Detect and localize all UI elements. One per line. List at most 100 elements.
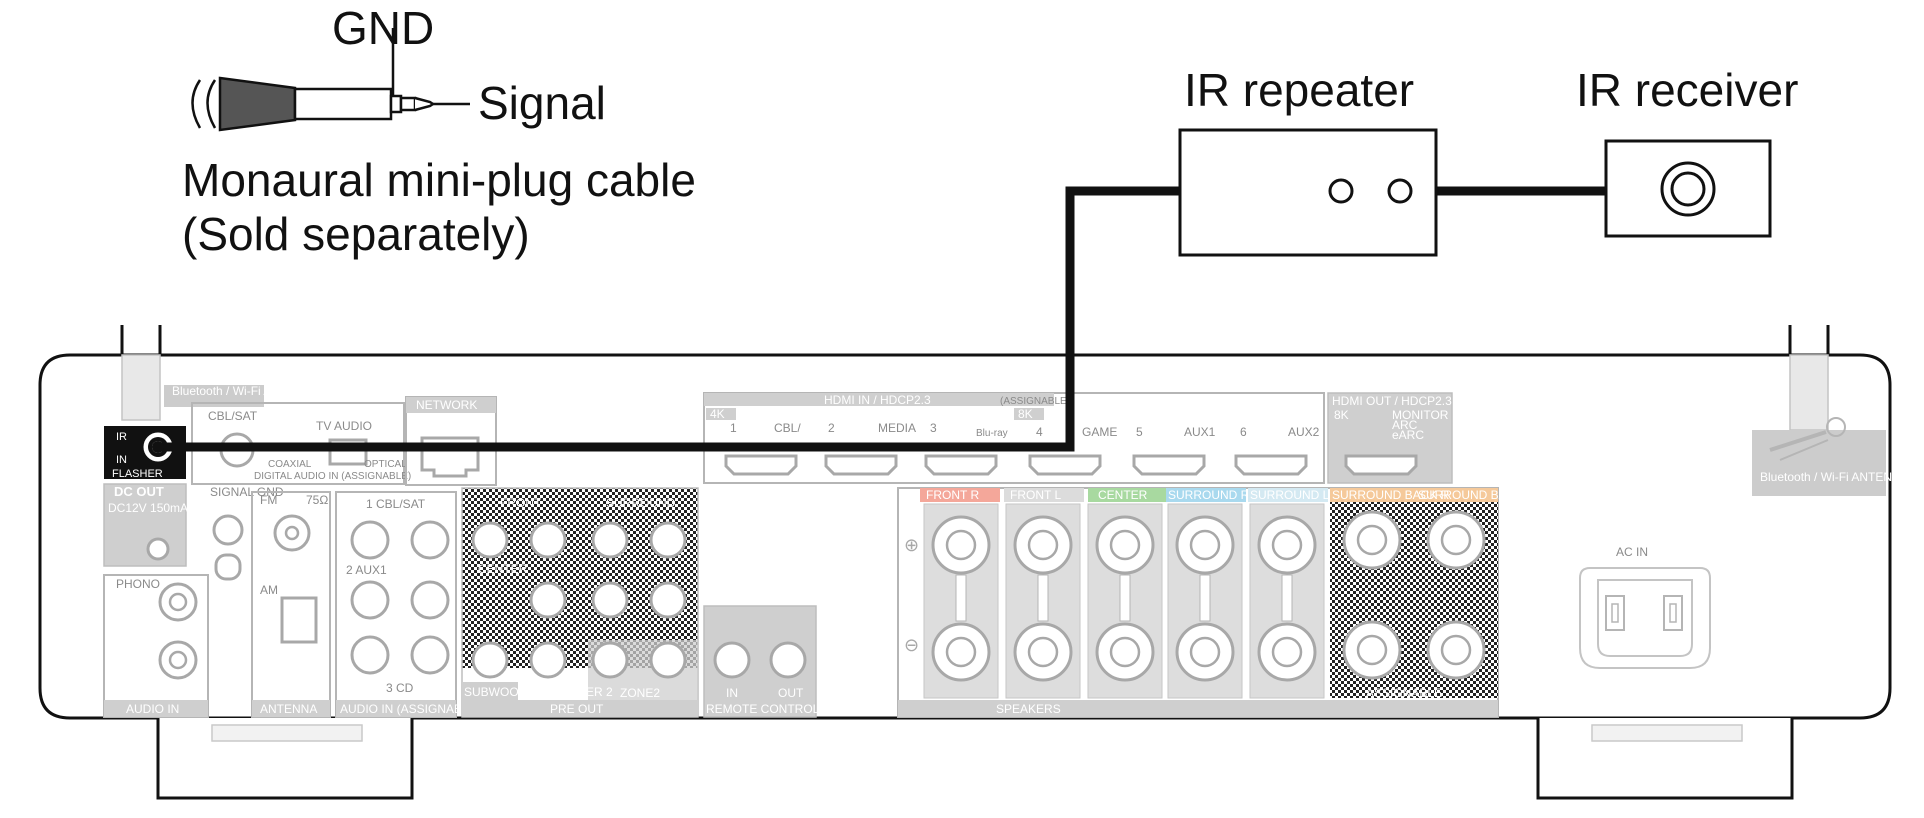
ir-jack-label: IR <box>116 431 127 443</box>
av-receiver-rear-panel: Bluetooth / Wi-Fi ANTENNA Bluetooth / Wi… <box>38 325 1909 800</box>
assignable-label: ASSIGNABLE <box>1366 686 1442 700</box>
optical-label: OPTICAL <box>364 459 407 470</box>
pre-front-l-jack[interactable] <box>529 521 567 559</box>
coaxial-label: COAXIAL <box>268 459 312 470</box>
signal-label: Signal <box>478 77 606 129</box>
sp-front-l-label: FRONT L <box>1010 488 1061 502</box>
center-plus-terminal[interactable] <box>1095 515 1155 575</box>
hdmi-6-number: 6 <box>1240 425 1247 439</box>
cable-label-line2: (Sold separately) <box>182 208 530 260</box>
hdmi-media-label: MEDIA <box>878 421 916 435</box>
hdmi-cbl-label: CBL/ <box>774 421 801 435</box>
audio-in-assignable-label: AUDIO IN (ASSIGNABLE) <box>340 702 481 716</box>
surround-back-r-minus-terminal[interactable] <box>1342 620 1402 680</box>
ain-1-r-jack[interactable] <box>350 520 390 560</box>
sp-surround-l-label: SURROUND L <box>1250 488 1330 502</box>
hdmi-out-label: HDMI OUT / HDCP2.3 <box>1332 394 1452 408</box>
hdmi-2-number: 2 <box>828 421 835 435</box>
phono-r-jack[interactable] <box>158 640 198 680</box>
surround-l-plus-terminal[interactable] <box>1257 515 1317 575</box>
pre-surround-label: SURROUND <box>606 496 676 510</box>
sp-center-label: CENTER <box>1098 488 1148 502</box>
subwoofer2-jack[interactable] <box>529 641 567 679</box>
pre-sb-r-jack[interactable] <box>591 581 629 619</box>
front-l-minus-terminal[interactable] <box>1013 622 1073 682</box>
signal-gnd-terminal[interactable] <box>212 514 244 546</box>
remote-out-label: OUT <box>778 686 804 700</box>
mini-plug-cable <box>191 28 470 132</box>
surround-back-l-minus-terminal[interactable] <box>1426 620 1486 680</box>
hdmi-in-3-port[interactable] <box>924 454 998 476</box>
hdmi-aux2-label: AUX2 <box>1288 425 1320 439</box>
hdmi-4-number: 4 <box>1036 425 1043 439</box>
center-minus-terminal[interactable] <box>1095 622 1155 682</box>
dc-out-block <box>103 483 187 567</box>
signal-gnd-label: SIGNAL GND <box>210 485 284 499</box>
hdmi-bluray-label: Blu-ray <box>976 428 1008 439</box>
speakers-label: SPEAKERS <box>996 702 1061 716</box>
surround-r-plus-terminal[interactable] <box>1175 515 1235 575</box>
pre-center-label: CENTER <box>478 562 528 576</box>
ain-2-l-jack[interactable] <box>410 580 450 620</box>
gnd-label: GND <box>332 2 434 54</box>
pre-surround-l-jack[interactable] <box>649 521 687 559</box>
dc-out-jack[interactable] <box>146 537 170 561</box>
surround-r-terminals <box>1167 503 1243 699</box>
surround-back-r-plus-terminal[interactable] <box>1342 510 1402 570</box>
pre-center-jack[interactable] <box>529 581 567 619</box>
pre-out-label: PRE OUT <box>550 702 604 716</box>
hdmi-in-6-port[interactable] <box>1234 454 1308 476</box>
bt-antenna-left-label: Bluetooth / Wi-Fi ANTENNA <box>172 384 321 398</box>
hdmi-in-5-port[interactable] <box>1132 454 1206 476</box>
dc-out-label: DC OUT <box>114 484 164 499</box>
hdmi-8k-badge: 8K <box>1018 407 1033 421</box>
monitor-label: MONITOR <box>1392 408 1449 422</box>
hdmi-3-number: 3 <box>930 421 937 435</box>
hdmi-in-1-port[interactable] <box>724 454 798 476</box>
surround-l-minus-terminal[interactable] <box>1257 622 1317 682</box>
ain-1-l-jack[interactable] <box>410 520 450 560</box>
hdmi-in-2-port[interactable] <box>824 454 898 476</box>
sp-surround-r-label: SURROUND R <box>1168 488 1250 502</box>
ac-in-label: AC IN <box>1616 545 1648 559</box>
antenna-label: ANTENNA <box>260 702 317 716</box>
hdmi-out-8k-badge: 8K <box>1334 408 1349 422</box>
ain-3-l-jack[interactable] <box>410 635 450 675</box>
hdmi-game-label: GAME <box>1082 425 1117 439</box>
cbl-sat-digital-label: CBL/SAT <box>208 409 258 423</box>
audio-in-label: AUDIO IN <box>126 702 179 716</box>
surround-r-minus-terminal[interactable] <box>1175 622 1235 682</box>
subwoofer1-jack[interactable] <box>471 641 509 679</box>
pre-out-hatched-area <box>462 488 698 668</box>
fm-label: FM <box>260 493 277 507</box>
fm-ohm-label: 75Ω <box>306 493 328 507</box>
front-l-plus-terminal[interactable] <box>1013 515 1073 575</box>
ain-3-r-jack[interactable] <box>350 635 390 675</box>
ir-flasher-jack[interactable]: IR IN FLASHER <box>104 426 186 480</box>
ain-1-label: 1 CBL/SAT <box>366 497 426 511</box>
surround-l-terminals <box>1249 503 1325 699</box>
front-r-minus-terminal[interactable] <box>931 622 991 682</box>
front-r-color-tag <box>920 488 1000 502</box>
remote-in-jack[interactable] <box>713 641 751 679</box>
surround-color-tag <box>1166 488 1246 502</box>
phono-l-jack[interactable] <box>158 582 198 622</box>
ir-receiver-label: IR receiver <box>1576 64 1798 116</box>
remote-control-label: REMOTE CONTROL <box>706 702 820 716</box>
front-r-terminals <box>923 503 999 699</box>
front-l-terminals <box>1005 503 1081 699</box>
hdmi-out-port[interactable] <box>1344 454 1418 476</box>
am-antenna-terminal[interactable] <box>280 596 318 644</box>
pre-front-r-jack[interactable] <box>471 521 509 559</box>
remote-out-jack[interactable] <box>769 641 807 679</box>
hdmi-in-4-port[interactable] <box>1028 454 1102 476</box>
ain-2-r-jack[interactable] <box>350 580 390 620</box>
fm-antenna-jack[interactable] <box>273 514 311 552</box>
subwoofer2-label: SUBWOOFER 2 <box>524 685 613 699</box>
pre-sb-l-jack[interactable] <box>649 581 687 619</box>
pre-surround-r-jack[interactable] <box>591 521 629 559</box>
sp-front-r-label: FRONT R <box>926 488 979 502</box>
front-r-plus-terminal[interactable] <box>931 515 991 575</box>
surround-back-l-plus-terminal[interactable] <box>1426 510 1486 570</box>
